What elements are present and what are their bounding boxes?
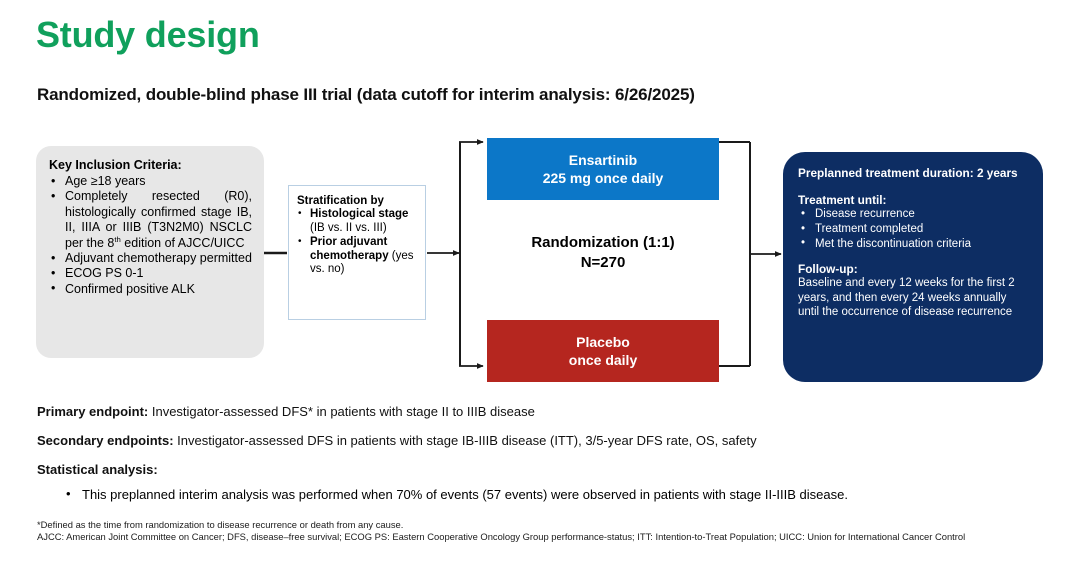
treatment-duration-box: Preplanned treatment duration: 2 years T…	[783, 152, 1043, 382]
primary-endpoint-label: Primary endpoint:	[37, 404, 149, 419]
inclusion-item-2-suffix: edition of AJCC/UICC	[120, 235, 245, 250]
inclusion-criteria-list: Age ≥18 years Completely resected (R0), …	[49, 173, 252, 297]
list-item: Met the discontinuation criteria	[798, 236, 1029, 252]
treatment-duration-heading: Preplanned treatment duration: 2 years	[798, 166, 1018, 180]
list-item: Completely resected (R0), histologically…	[49, 189, 252, 251]
treatment-arm-placebo: Placebo once daily	[487, 320, 719, 382]
inclusion-heading: Key Inclusion Criteria:	[49, 158, 182, 172]
list-item: Treatment completed	[798, 222, 1029, 237]
page-title: Study design	[36, 14, 260, 55]
followup-heading: Follow-up:	[798, 262, 858, 277]
secondary-endpoints: Secondary endpoints: Investigator-assess…	[37, 432, 757, 449]
statistical-analysis-bullet: This preplanned interim analysis was per…	[66, 485, 848, 503]
list-item: Adjuvant chemotherapy permitted	[49, 251, 252, 267]
treatment-until-heading: Treatment until:	[798, 193, 887, 208]
arm-name: Placebo	[576, 334, 630, 350]
inclusion-item-2-prefix: Completely resected (R0), histologically…	[65, 189, 252, 250]
list-item: Histological stage (IB vs. II vs. III)	[297, 207, 419, 235]
ordinal-superscript: th	[114, 234, 121, 244]
secondary-endpoint-text: Investigator-assessed DFS in patients wi…	[173, 433, 757, 448]
stratification-heading: Stratification by	[297, 195, 384, 207]
spacer	[798, 180, 1029, 193]
followup-text: Baseline and every 12 weeks for the firs…	[798, 277, 1015, 318]
arm-label-wrapper: Ensartinib 225 mg once daily	[543, 151, 664, 187]
treatment-until-list: Disease recurrence Treatment completed M…	[798, 207, 1029, 251]
list-item: Disease recurrence	[798, 207, 1029, 222]
spacer	[798, 251, 1029, 262]
arm-dose: once daily	[568, 352, 638, 368]
stratification-list: Histological stage (IB vs. II vs. III) P…	[297, 207, 419, 277]
arm-label-wrapper: Placebo once daily	[569, 333, 637, 369]
randomization-n: N=270	[580, 254, 626, 271]
statistical-analysis-text: This preplanned interim analysis was per…	[82, 487, 848, 502]
primary-endpoint-text: Investigator-assessed DFS* in patients w…	[148, 404, 535, 419]
randomization-label: Randomization (1:1) N=270	[487, 233, 719, 273]
strat-factor-label: Histological stage	[310, 208, 409, 220]
strat-factor-detail: (yes vs. no)	[310, 249, 414, 276]
list-item: Prior adjuvant chemotherapy (yes vs. no)	[297, 235, 419, 277]
primary-endpoint: Primary endpoint: Investigator-assessed …	[37, 403, 535, 420]
list-item: Age ≥18 years	[49, 173, 252, 189]
secondary-endpoint-label: Secondary endpoints:	[37, 433, 174, 448]
arm-dose: 225 mg once daily	[542, 170, 664, 186]
statistical-analysis-heading: Statistical analysis:	[37, 461, 158, 478]
strat-factor-label: Prior adjuvant chemotherapy	[310, 236, 389, 262]
slide-subtitle: Randomized, double-blind phase III trial…	[37, 85, 695, 104]
key-inclusion-criteria-box: Key Inclusion Criteria: Age ≥18 years Co…	[36, 146, 264, 358]
arm-name: Ensartinib	[568, 152, 638, 168]
footnote-asterisk: *Defined as the time from randomization …	[37, 519, 404, 530]
stratification-box: Stratification by Histological stage (IB…	[288, 185, 426, 320]
statistical-analysis-label: Statistical analysis:	[37, 462, 158, 477]
list-item: ECOG PS 0-1	[49, 266, 252, 282]
footnote-abbreviations: AJCC: American Joint Committee on Cancer…	[37, 531, 966, 543]
study-design-diagram: Key Inclusion Criteria: Age ≥18 years Co…	[0, 130, 1080, 395]
footnotes: *Defined as the time from randomization …	[37, 519, 1047, 544]
randomization-ratio: Randomization (1:1)	[531, 234, 675, 251]
strat-factor-detail: (IB vs. II vs. III)	[310, 221, 387, 234]
treatment-arm-ensartinib: Ensartinib 225 mg once daily	[487, 138, 719, 200]
list-item: Confirmed positive ALK	[49, 281, 252, 297]
